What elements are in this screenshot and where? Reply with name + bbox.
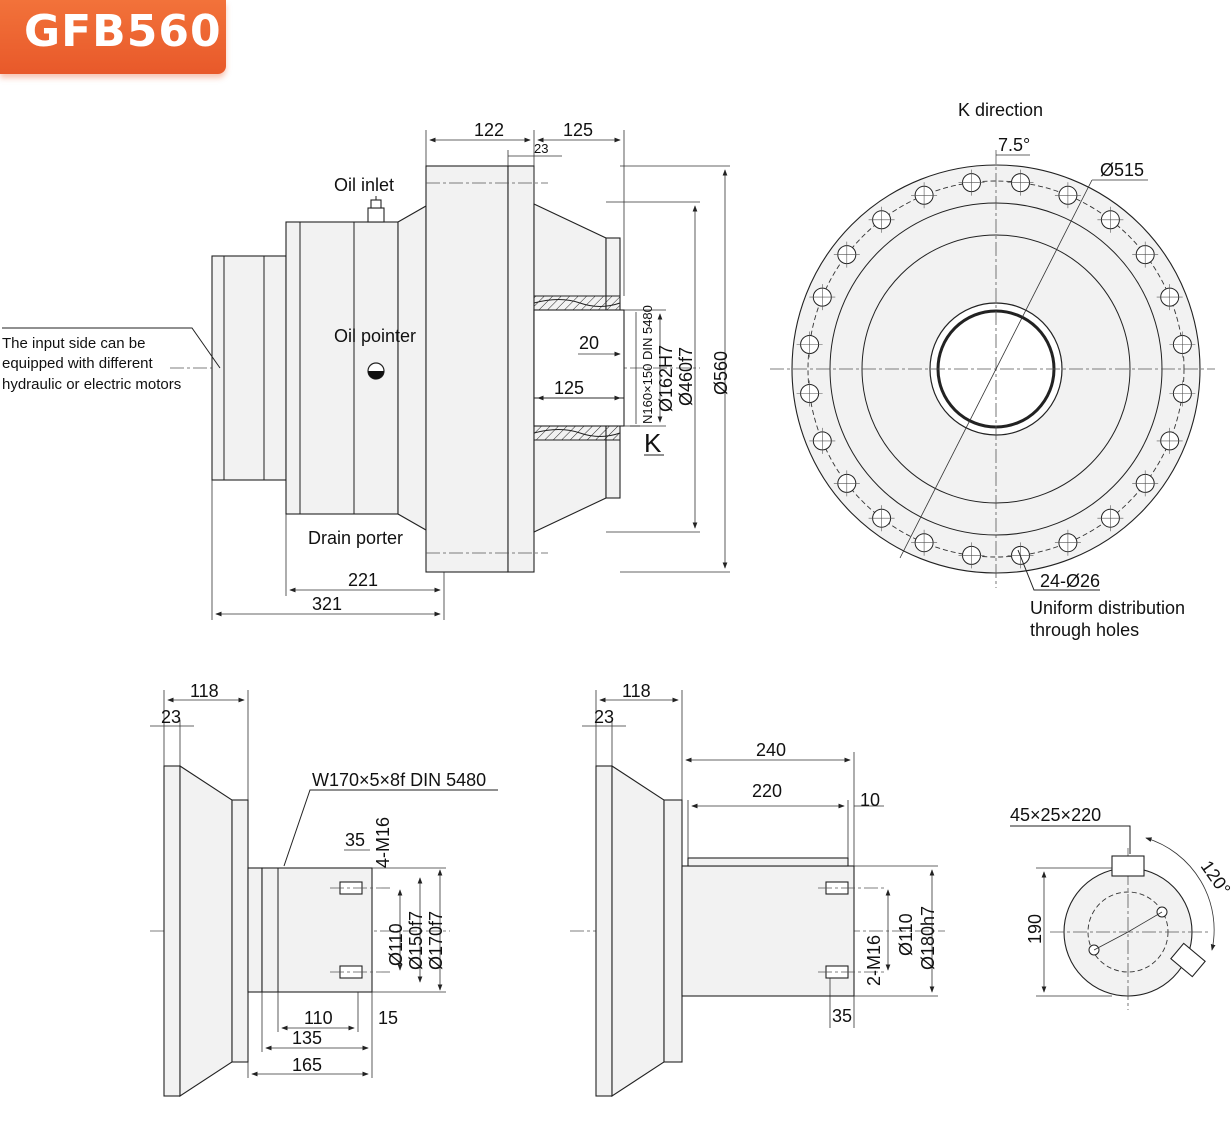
oil-pointer-label: Oil pointer: [334, 326, 416, 346]
side-view: K 122 125 23 N160×150 DIN 5480 Ø162H7 Ø4…: [2, 120, 731, 620]
key-end-d190: 190: [1025, 914, 1045, 944]
input-note-line-2: equipped with different: [2, 355, 153, 372]
spline-dim-15: 15: [378, 1008, 398, 1028]
model-badge: GFB560: [0, 0, 226, 74]
key-d180: Ø180h7: [918, 906, 938, 970]
spline-d150: Ø150f7: [406, 911, 426, 970]
dim-122: 122: [474, 120, 504, 140]
uniform-note-line-1: Uniform distribution: [1030, 598, 1185, 618]
key-end-view: 45×25×220 190 120°: [1010, 805, 1231, 1010]
key-m16: 2-M16: [864, 935, 884, 986]
dim-pilot: Ø460f7: [676, 347, 696, 406]
spline-dim-165: 165: [292, 1055, 322, 1075]
bolt-hole-pattern: [796, 169, 1196, 569]
spline-dim-135: 135: [292, 1028, 322, 1048]
spline-shaft-view: 118 23 W170×5×8f DIN 5480 35 4-M16 Ø110 …: [150, 681, 498, 1098]
dim-bore: Ø162H7: [656, 345, 676, 412]
key-dim-23: 23: [594, 707, 614, 727]
key-dim-220: 220: [752, 781, 782, 801]
key-end-angle: 120°: [1197, 857, 1231, 899]
key-spec: 45×25×220: [1010, 805, 1101, 825]
uniform-note-line-2: through holes: [1030, 620, 1139, 640]
key-dim-240: 240: [756, 740, 786, 760]
key-d110: Ø110: [896, 913, 916, 956]
dim-125-mid: 125: [554, 378, 584, 398]
key-dim-118: 118: [622, 681, 651, 701]
input-note-line-3: hydraulic or electric motors: [2, 376, 181, 393]
key-dim-35: 35: [832, 1006, 852, 1026]
model-title: GFB560: [24, 6, 222, 57]
k-direction-view: K direction Ø515 7.5° 24-Ø26 Uniform dis…: [770, 100, 1215, 640]
dim-outer: Ø560: [711, 351, 731, 395]
oil-inlet-label: Oil inlet: [334, 175, 394, 195]
spline-dim-118: 118: [190, 681, 219, 701]
dim-pcd: Ø515: [1100, 160, 1144, 180]
k-view-marker: K: [644, 428, 662, 458]
key-dim-10: 10: [860, 790, 880, 810]
dim-321: 321: [312, 594, 342, 614]
dim-23: 23: [534, 141, 548, 156]
dim-20: 20: [579, 333, 599, 353]
spline-d110: Ø110: [386, 923, 406, 966]
k-direction-title: K direction: [958, 100, 1043, 120]
spline-dim-35: 35: [345, 830, 365, 850]
dim-221: 221: [348, 570, 378, 590]
spline-d170: Ø170f7: [426, 911, 446, 970]
spline-spec: W170×5×8f DIN 5480: [312, 770, 486, 790]
input-note-line-1: The input side can be: [2, 335, 145, 352]
spline-dim-110: 110: [304, 1008, 333, 1028]
spline-dim-23: 23: [161, 707, 181, 727]
drain-porter-label: Drain porter: [308, 528, 403, 548]
spline-m16: 4-M16: [373, 817, 393, 868]
dim-spline-bore: N160×150 DIN 5480: [640, 305, 655, 424]
dim-angle: 7.5°: [998, 135, 1030, 155]
dim-125-top: 125: [563, 120, 593, 140]
dim-holes: 24-Ø26: [1040, 571, 1100, 591]
key-shaft-view: 118 23 240 220 10 2-M16 Ø110 Ø180h7 35: [570, 681, 945, 1098]
